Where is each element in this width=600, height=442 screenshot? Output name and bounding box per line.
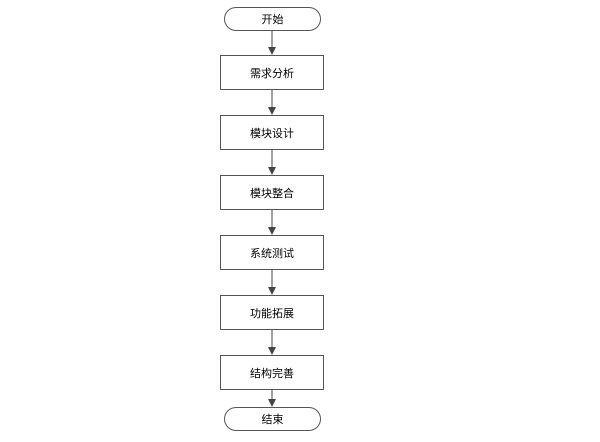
step-module-integration: 模块整合 bbox=[220, 175, 324, 210]
step-label: 结构完善 bbox=[250, 366, 294, 380]
step-system-testing: 系统测试 bbox=[220, 235, 324, 270]
step-module-design: 模块设计 bbox=[220, 115, 324, 150]
end-label: 结束 bbox=[261, 413, 284, 426]
step-label: 功能拓展 bbox=[250, 306, 294, 320]
step-label: 系统测试 bbox=[250, 246, 294, 260]
end-terminal: 结束 bbox=[224, 407, 321, 431]
step-requirements-analysis: 需求分析 bbox=[220, 55, 324, 90]
start-terminal: 开始 bbox=[224, 7, 321, 31]
step-label: 需求分析 bbox=[250, 66, 294, 80]
start-label: 开始 bbox=[261, 13, 284, 26]
step-feature-extension: 功能拓展 bbox=[220, 295, 324, 330]
step-label: 模块设计 bbox=[250, 126, 294, 140]
step-structure-refinement: 结构完善 bbox=[220, 355, 324, 390]
step-label: 模块整合 bbox=[250, 186, 294, 200]
